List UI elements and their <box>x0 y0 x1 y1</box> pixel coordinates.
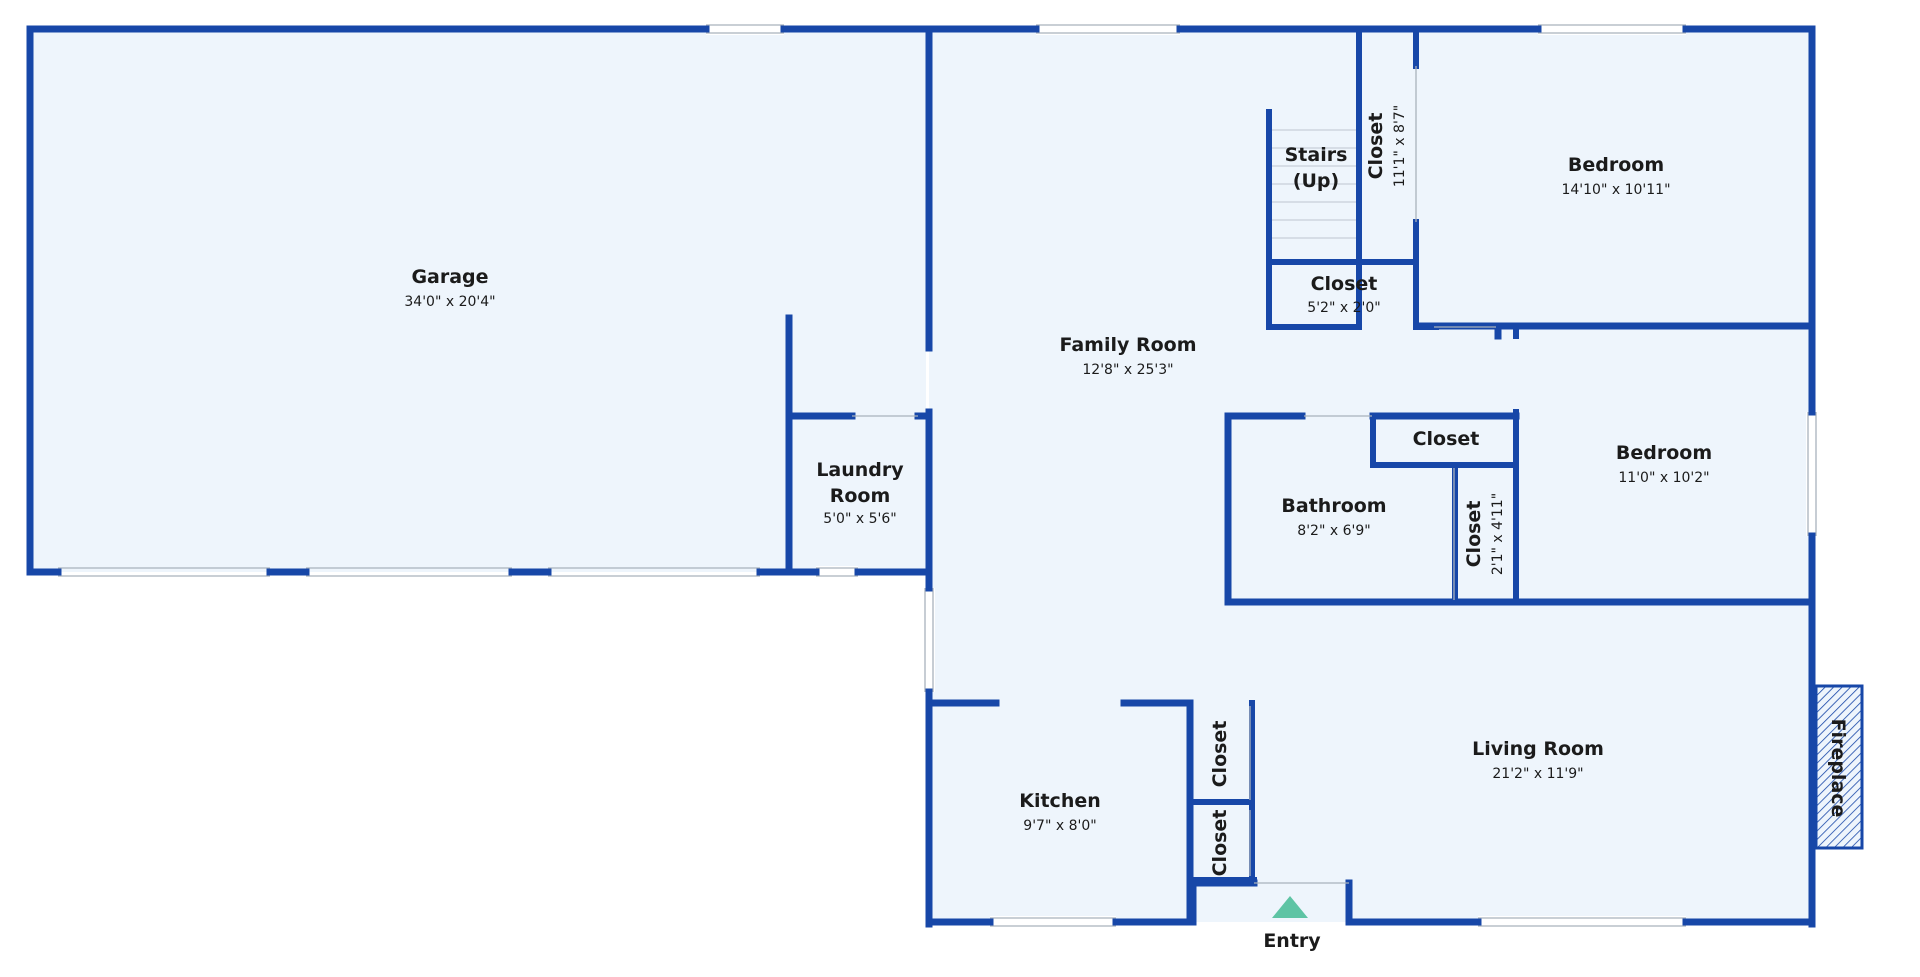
closet-top-name: Closet <box>1365 113 1387 180</box>
closet-bath-name: Closet <box>1463 501 1485 568</box>
entry-arrow-icon <box>1272 896 1308 918</box>
closet-small-name: Closet <box>1311 273 1378 295</box>
living-room-name: Living Room <box>1472 738 1604 760</box>
closet-top-dims: 11'1" x 8'7" <box>1392 105 1408 187</box>
kitchen-dims: 9'7" x 8'0" <box>1023 818 1096 834</box>
living-room-dims: 21'2" x 11'9" <box>1492 766 1583 782</box>
windows <box>706 23 1818 928</box>
closet-bath-dims: 2'1" x 4'11" <box>1490 493 1506 575</box>
bedroom-2-dims: 11'0" x 10'2" <box>1618 470 1709 486</box>
stair-treads <box>1272 129 1356 239</box>
garage-doors <box>58 567 760 577</box>
laundry-name-line2: Room <box>830 485 891 507</box>
bedroom-1-name: Bedroom <box>1568 154 1664 176</box>
garage-dims: 34'0" x 20'4" <box>404 294 495 310</box>
fireplace-hearth <box>1814 684 1864 850</box>
closet-k2-name: Closet <box>1209 810 1231 877</box>
closet-small-dims: 5'2" x 2'0" <box>1307 300 1380 316</box>
fireplace-name: Fireplace <box>1827 719 1849 818</box>
closet-k1-name: Closet <box>1209 721 1231 788</box>
bedroom-1-dims: 14'10" x 10'11" <box>1561 182 1670 198</box>
floor-fill <box>29 30 1813 922</box>
garage-name: Garage <box>411 266 488 288</box>
stairs-name-line2: (Up) <box>1293 170 1339 192</box>
bedroom-2-name: Bedroom <box>1616 442 1712 464</box>
family-room-name: Family Room <box>1059 334 1196 356</box>
stairs-name-line1: Stairs <box>1285 144 1348 166</box>
bathroom-name: Bathroom <box>1281 495 1386 517</box>
closet-doors <box>852 66 1496 884</box>
laundry-dims: 5'0" x 5'6" <box>823 511 896 527</box>
closet-mid-name: Closet <box>1413 428 1480 450</box>
kitchen-name: Kitchen <box>1019 790 1101 812</box>
entry-label: Entry <box>1263 930 1321 952</box>
family-room-dims: 12'8" x 25'3" <box>1082 362 1173 378</box>
bathroom-dims: 8'2" x 6'9" <box>1297 523 1370 539</box>
walls <box>26 25 1816 928</box>
laundry-name-line1: Laundry <box>816 459 904 481</box>
